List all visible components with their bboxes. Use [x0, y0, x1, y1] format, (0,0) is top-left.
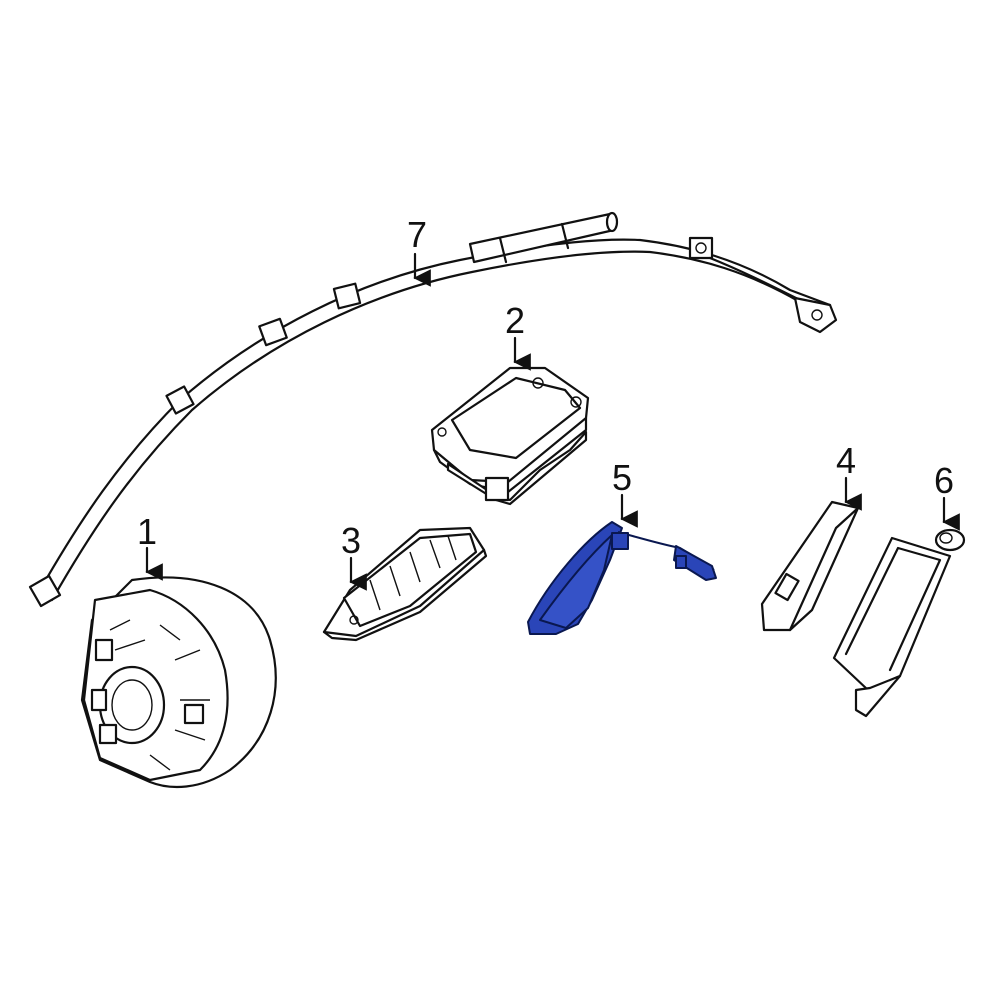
part-2-airbag-module[interactable] — [430, 366, 590, 506]
part-5-highlighted-airbag[interactable] — [527, 521, 717, 635]
part-4-side-airbag[interactable] — [760, 500, 860, 632]
callout-4: 4 — [835, 440, 857, 481]
callout-1: 1 — [136, 511, 158, 552]
callout-6: 6 — [933, 460, 955, 501]
leader-arrows — [145, 252, 960, 591]
part-6-sensor[interactable] — [832, 528, 966, 718]
part-7-curtain-airbag[interactable] — [28, 211, 838, 608]
callout-2: 2 — [504, 300, 526, 341]
part-1-steering-airbag[interactable] — [80, 576, 277, 789]
part-3-inflator-module[interactable] — [322, 526, 488, 642]
callout-5: 5 — [611, 457, 633, 498]
callout-3: 3 — [340, 520, 362, 561]
callout-7: 7 — [406, 214, 428, 255]
